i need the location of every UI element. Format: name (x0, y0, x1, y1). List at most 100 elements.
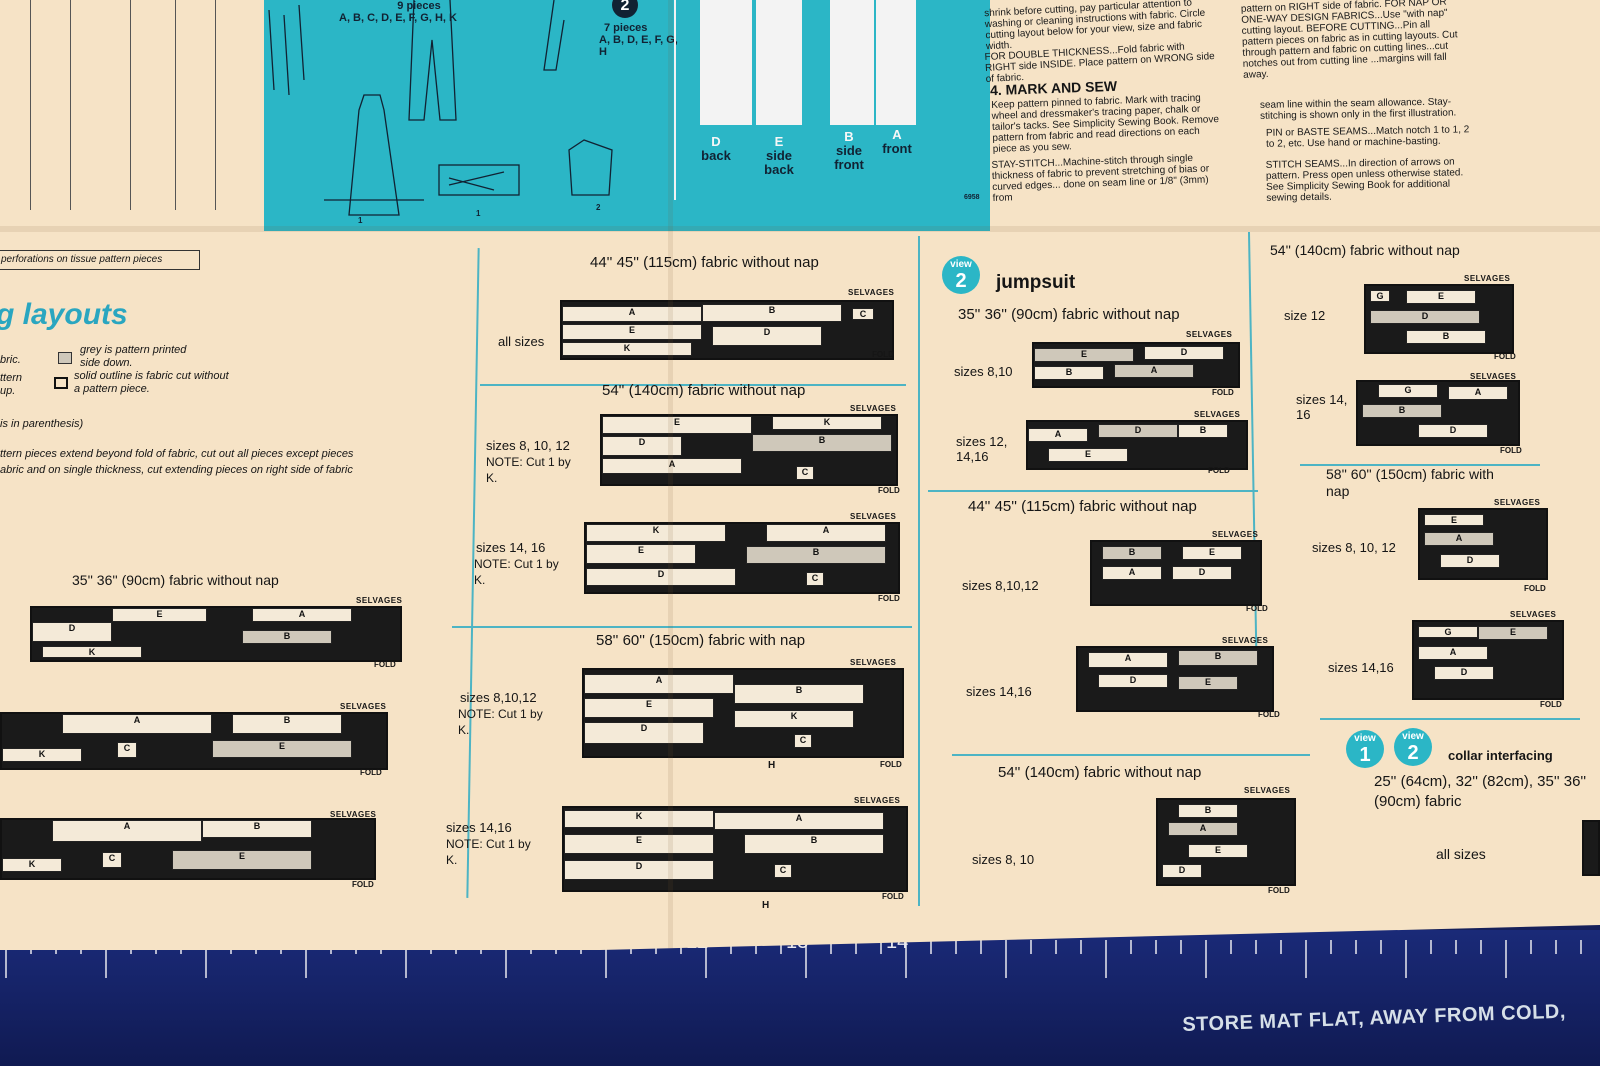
r-size-14-16: sizes 14, 16 (1296, 392, 1348, 422)
v2-layout-54: B A E D (1156, 798, 1296, 886)
v2-heading-35: 35'' 36'' (90cm) fabric without nap (958, 306, 1180, 323)
pattern-sheet: 9 pieces A, B, C, D, E, F, G, H, K 2 7 p… (0, 0, 1600, 950)
cutting-layouts-title: g layouts (0, 298, 128, 331)
fold-label: FOLD (1208, 466, 1230, 475)
v1-size-all: all sizes (498, 334, 545, 349)
v1-layout-44: A B C E D K (560, 300, 894, 360)
v1-layout-54-b: K A E B D C (584, 522, 900, 594)
v1-layout-58-b: K A E B D C (562, 806, 908, 892)
v1-layout-58-a: A B E K D C (582, 668, 904, 758)
rule (928, 490, 1258, 492)
fold-label: FOLD (1494, 352, 1516, 361)
selvages-label: SELVAGES (1186, 330, 1233, 339)
collar-layout (1582, 820, 1600, 876)
v2-size-8-10: sizes 8,10 (954, 364, 1013, 379)
v2-layout-44-a: B E A D (1090, 540, 1262, 606)
r-size-14-16b: sizes 14,16 (1328, 660, 1394, 675)
illustration-number-3: 2 (596, 203, 601, 212)
v2-size-12-16: sizes 12, 14,16 (956, 434, 1008, 464)
selvages-label: SELVAGES (850, 658, 897, 667)
legend-solid-text: solid outline is fabric cut without a pa… (74, 370, 229, 395)
crease (668, 0, 673, 950)
step4-mark-text: Keep pattern pinned to fabric. Mark with… (991, 92, 1220, 155)
r-heading-58: 58'' 60'' (150cm) fabric with nap (1326, 466, 1494, 499)
step4-staystitch: STAY-STITCH...Machine-stitch through sin… (991, 152, 1210, 205)
fold-label: FOLD (882, 892, 904, 901)
v1-heading-54: 54'' (140cm) fabric without nap (602, 382, 806, 399)
r-size-12: size 12 (1284, 308, 1326, 323)
fold-label: FOLD (360, 768, 382, 777)
r-size-8-10-12: sizes 8, 10, 12 (1312, 540, 1396, 555)
selvages-label: SELVAGES (1510, 610, 1557, 619)
v1-size-8-12: sizes 8, 10, 12 (486, 438, 570, 453)
collar-interfacing-title: collar interfacing (1448, 748, 1553, 763)
fold-label: FOLD (878, 486, 900, 495)
left-heading-35: 35'' 36'' (90cm) fabric without nap (72, 572, 279, 588)
divider-middle (918, 236, 920, 906)
fold-label: FOLD (1212, 388, 1234, 397)
left-layout-2: A B K C E (0, 712, 388, 770)
view2-piece-letters: A, B, D, E, F, G, H (599, 34, 678, 58)
selvages-label: SELVAGES (356, 596, 403, 605)
selvages-label: SELVAGES (1194, 410, 1241, 419)
v2-heading-54: 54'' (140cm) fabric without nap (998, 764, 1202, 781)
r-layout-58-b: G E A D (1412, 620, 1564, 700)
v1-note-8-10-12: NOTE: Cut 1 by K. (458, 707, 543, 737)
r-layout-54-a: G E D B (1364, 284, 1514, 354)
fold-note-1: ttern pieces extend beyond fold of fabri… (0, 448, 354, 460)
fold-label: FOLD (1540, 700, 1562, 709)
selvages-label: SELVAGES (850, 404, 897, 413)
left-layout-1: D E A B K (30, 606, 402, 662)
fold-label: FOLD (1246, 604, 1268, 613)
v2-size-14-16: sizes 14,16 (966, 684, 1032, 699)
perforations-box: perforations on tissue pattern pieces (0, 250, 200, 270)
v2-heading-44: 44'' 45'' (115cm) fabric without nap (968, 498, 1197, 515)
fold-label: FOLD (1500, 446, 1522, 455)
v1-size-14-16: sizes 14, 16 (476, 540, 546, 555)
view2-piece-count: 7 pieces (604, 22, 648, 34)
view1-piece-letters: A, B, C, D, E, F, G, H, K (339, 12, 457, 24)
garment-illustrations (268, 0, 916, 216)
left-layout-3: A B K C E (0, 818, 376, 880)
fold-label: FOLD (1268, 886, 1290, 895)
legend-grey-text: grey is pattern printed side down. (80, 344, 187, 369)
divider-right (1247, 232, 1259, 692)
parenthesis-note: is in parenthesis) (0, 418, 84, 430)
legend-solid-swatch (54, 377, 68, 389)
panel-separator (674, 0, 676, 200)
step4-pin-baste: PIN or BASTE SEAMS...Match notch 1 to 1,… (1265, 124, 1470, 150)
v2-size-8-10b: sizes 8, 10 (972, 852, 1035, 867)
v1-layout-54-a: E K D B A C (600, 414, 898, 486)
illustration-number-1: 1 (358, 216, 363, 225)
step4-stitch-seams: STITCH SEAMS...In direction of arrows on… (1265, 156, 1464, 204)
selvages-label: SELVAGES (1244, 786, 1291, 795)
selvages-label: SELVAGES (1212, 530, 1259, 539)
fold-label: FOLD (872, 350, 894, 359)
rule (952, 754, 1310, 756)
v1-note-14-16: NOTE: Cut 1 by K. (474, 557, 559, 587)
fold-label: FOLD (352, 880, 374, 889)
v2-size-8-10-12: sizes 8,10,12 (962, 578, 1039, 593)
selvages-label: SELVAGES (1222, 636, 1269, 645)
v1-note-8-12: NOTE: Cut 1 by K. (486, 455, 571, 485)
cutting-mat: 67891011121314 (0, 930, 1600, 1066)
h-mark: H (768, 760, 776, 771)
selvages-label: SELVAGES (1470, 372, 1517, 381)
teal-illustration-panel: 9 pieces A, B, C, D, E, F, G, H, K 2 7 p… (264, 0, 990, 231)
selvages-label: SELVAGES (1494, 498, 1541, 507)
v1-heading-58: 58'' 60'' (150cm) fabric with nap (596, 632, 806, 649)
selvages-label: SELVAGES (340, 702, 387, 711)
fold-note-2: abric and on single thickness, cut exten… (0, 464, 353, 476)
illustration-number-2: 1 (476, 209, 481, 218)
selvages-label: SELVAGES (1464, 274, 1511, 283)
collar-sizes: all sizes (1436, 846, 1486, 862)
v1-note-14-16b: NOTE: Cut 1 by K. (446, 837, 531, 867)
view1-piece-count: 9 pieces (397, 0, 441, 12)
selvages-label: SELVAGES (330, 810, 377, 819)
r-layout-54-b: G A B D (1356, 380, 1520, 446)
